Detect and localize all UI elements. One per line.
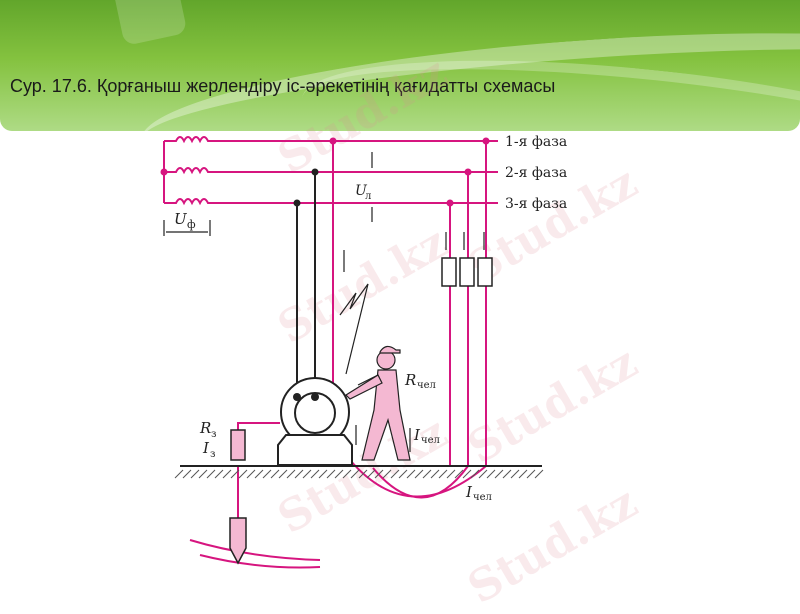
phase-3-label: 3-я фаза xyxy=(505,196,567,212)
ground-human-current-sub: чел xyxy=(473,492,492,503)
line-voltage-sub: л xyxy=(365,191,371,202)
slide-header: Сур. 17.6. Қорғаныш жерлендіру іс-әрекет… xyxy=(0,0,800,131)
phase-voltage-label: U xyxy=(174,210,188,228)
grounding-schematic: 1-я фаза 2-я фаза 3-я фаза U ф U л R чел… xyxy=(160,134,567,569)
logo-watermark-icon xyxy=(112,0,188,46)
slide-title: Сур. 17.6. Қорғаныш жерлендіру іс-әрекет… xyxy=(10,76,556,96)
human-resistance-label: R xyxy=(404,371,416,389)
ground-current-sub: з xyxy=(210,449,215,460)
phase-2-label: 2-я фаза xyxy=(505,165,567,181)
ground-human-current-label: I xyxy=(465,483,473,501)
human-current-sub: чел xyxy=(421,435,440,446)
human-resistance-sub: чел xyxy=(417,380,436,391)
phase-1-label: 1-я фаза xyxy=(505,134,567,150)
line-voltage-label: U xyxy=(355,183,368,199)
ground-resistance-sub: з xyxy=(211,429,216,440)
ground-current-label: I xyxy=(202,439,210,457)
human-current-label: I xyxy=(413,426,421,444)
ground-resistance-label: R xyxy=(199,419,211,437)
phase-voltage-sub: ф xyxy=(187,218,196,231)
